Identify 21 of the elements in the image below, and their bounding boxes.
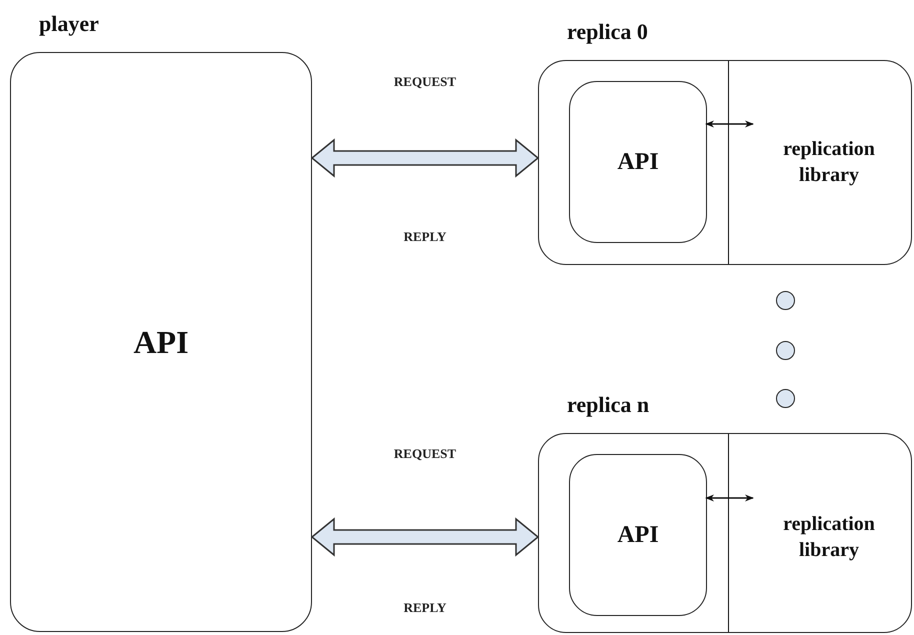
ellipsis-dot	[776, 341, 795, 360]
double-block-arrow	[310, 138, 540, 178]
arrow	[705, 494, 754, 502]
message-label: REQUEST	[392, 74, 458, 90]
box-title: API	[133, 324, 189, 360]
message-label: REQUEST	[392, 446, 458, 462]
api-box	[569, 454, 707, 616]
box-heading: replica 0	[567, 19, 648, 45]
ellipsis-dot	[776, 389, 795, 408]
box-heading: replica n	[567, 392, 650, 418]
double-block-arrow	[310, 517, 540, 557]
message-label: REPLY	[402, 229, 448, 245]
arrow	[705, 120, 754, 128]
box-title: API	[617, 522, 659, 548]
message-label: REPLY	[402, 600, 448, 616]
component-label: replication library	[754, 129, 904, 195]
box-title: API	[617, 148, 659, 176]
ellipsis-dot	[776, 291, 795, 310]
component-label: replication library	[754, 504, 904, 570]
box-heading: player	[39, 11, 99, 37]
api-box	[569, 81, 707, 243]
